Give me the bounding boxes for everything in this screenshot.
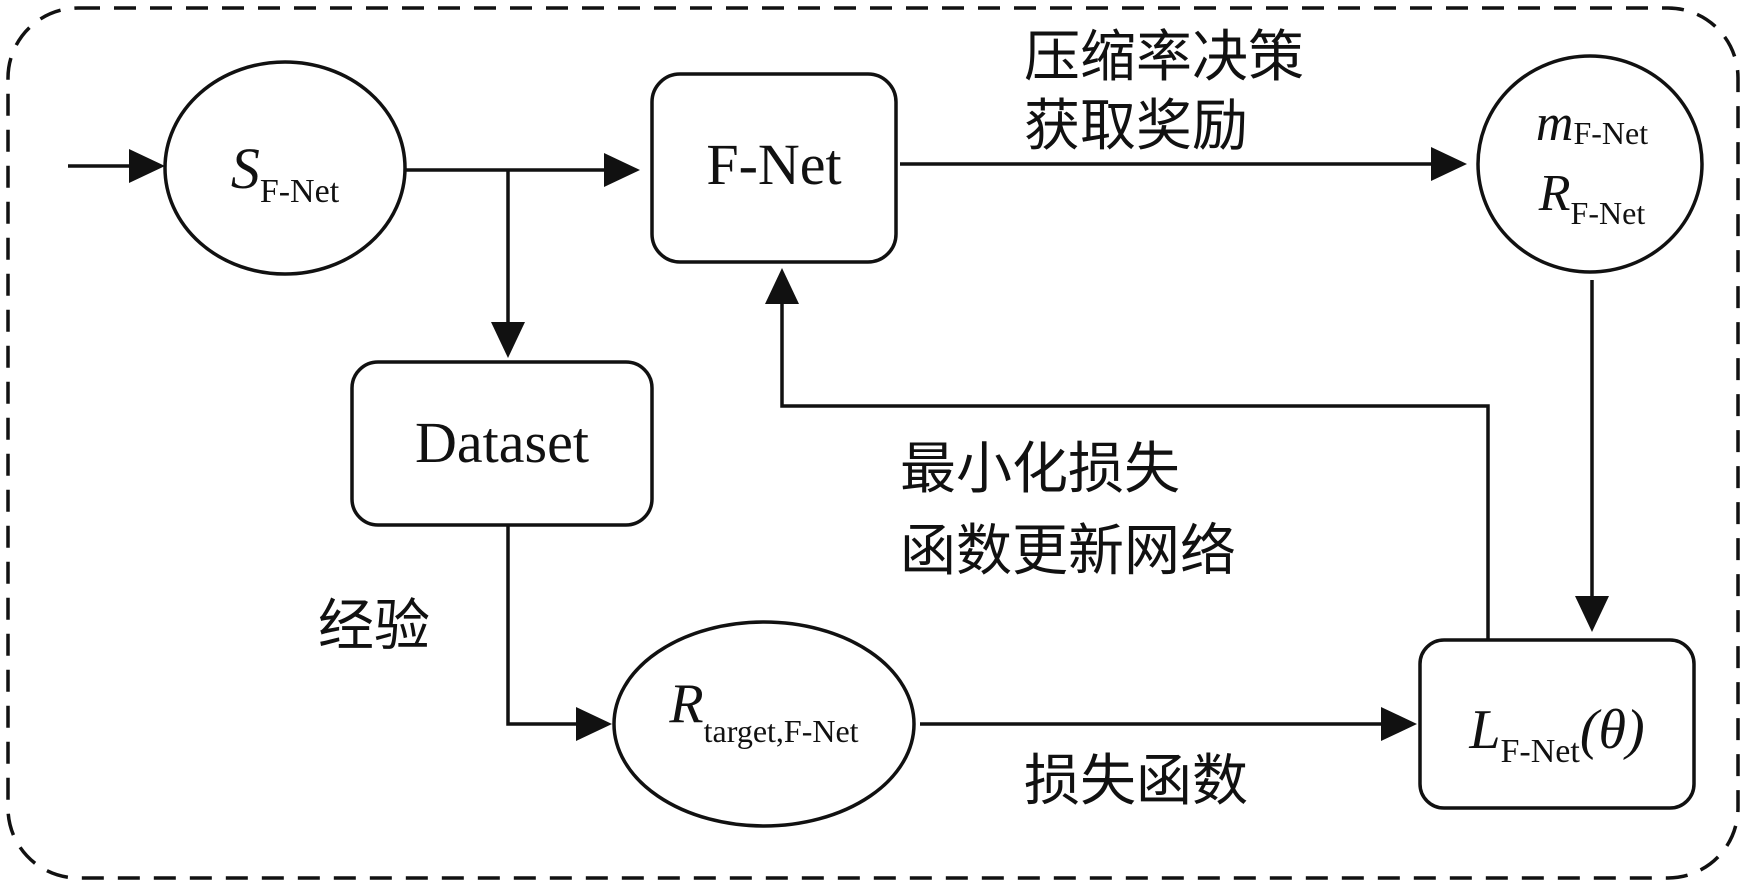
arrow-branch-to-dataset bbox=[491, 170, 525, 358]
node-dataset: Dataset bbox=[350, 360, 654, 527]
svg-text:mF-Net: mF-Net bbox=[1536, 95, 1648, 152]
label-update-line1: 最小化损失 bbox=[900, 437, 1180, 502]
arrow-s-to-fnet bbox=[405, 153, 640, 187]
node-s-fnet: SF-Net bbox=[163, 60, 407, 276]
arrow-fnet-to-mr bbox=[900, 147, 1467, 181]
label-update-line2: 函数更新网络 bbox=[900, 519, 1236, 584]
outer-frame bbox=[6, 6, 1740, 880]
arrow-rtarget-to-loss bbox=[920, 707, 1417, 741]
node-m-r: mF-Net RF-Net bbox=[1476, 54, 1704, 274]
loss-sub: F-Net bbox=[1501, 733, 1581, 770]
s-fnet-sub: F-Net bbox=[260, 173, 340, 210]
loss-main: L bbox=[1468, 699, 1500, 761]
node-loss: LF-Net(θ) bbox=[1418, 638, 1696, 810]
m-main: m bbox=[1536, 95, 1574, 152]
input-arrow bbox=[68, 149, 165, 183]
arrow-mr-to-loss bbox=[1575, 280, 1609, 632]
node-r-target: Rtarget,F-Net bbox=[612, 620, 916, 828]
r-main: R bbox=[1538, 165, 1571, 222]
loss-paren: (θ) bbox=[1580, 699, 1645, 761]
arrow-loss-to-fnet bbox=[765, 268, 1490, 640]
node-fnet: F-Net bbox=[650, 72, 898, 264]
svg-text:SF-Net: SF-Net bbox=[231, 136, 340, 210]
rtarget-sub: target,F-Net bbox=[704, 713, 859, 749]
m-sub: F-Net bbox=[1573, 115, 1648, 151]
arrow-dataset-to-rtarget bbox=[506, 525, 612, 741]
label-policy-line2: 获取奖励 bbox=[1024, 94, 1248, 159]
s-fnet-main: S bbox=[231, 136, 260, 201]
svg-text:Rtarget,F-Net: Rtarget,F-Net bbox=[668, 673, 858, 749]
svg-text:LF-Net(θ): LF-Net(θ) bbox=[1468, 699, 1644, 770]
svg-text:RF-Net: RF-Net bbox=[1538, 165, 1646, 231]
rtarget-main: R bbox=[668, 673, 703, 735]
fnet-label: F-Net bbox=[706, 132, 841, 197]
dataset-label: Dataset bbox=[415, 410, 589, 475]
label-policy-line1: 压缩率决策 bbox=[1024, 25, 1304, 90]
r-sub: F-Net bbox=[1571, 195, 1646, 231]
label-loss-fn: 损失函数 bbox=[1024, 749, 1248, 814]
label-experience: 经验 bbox=[318, 594, 430, 659]
